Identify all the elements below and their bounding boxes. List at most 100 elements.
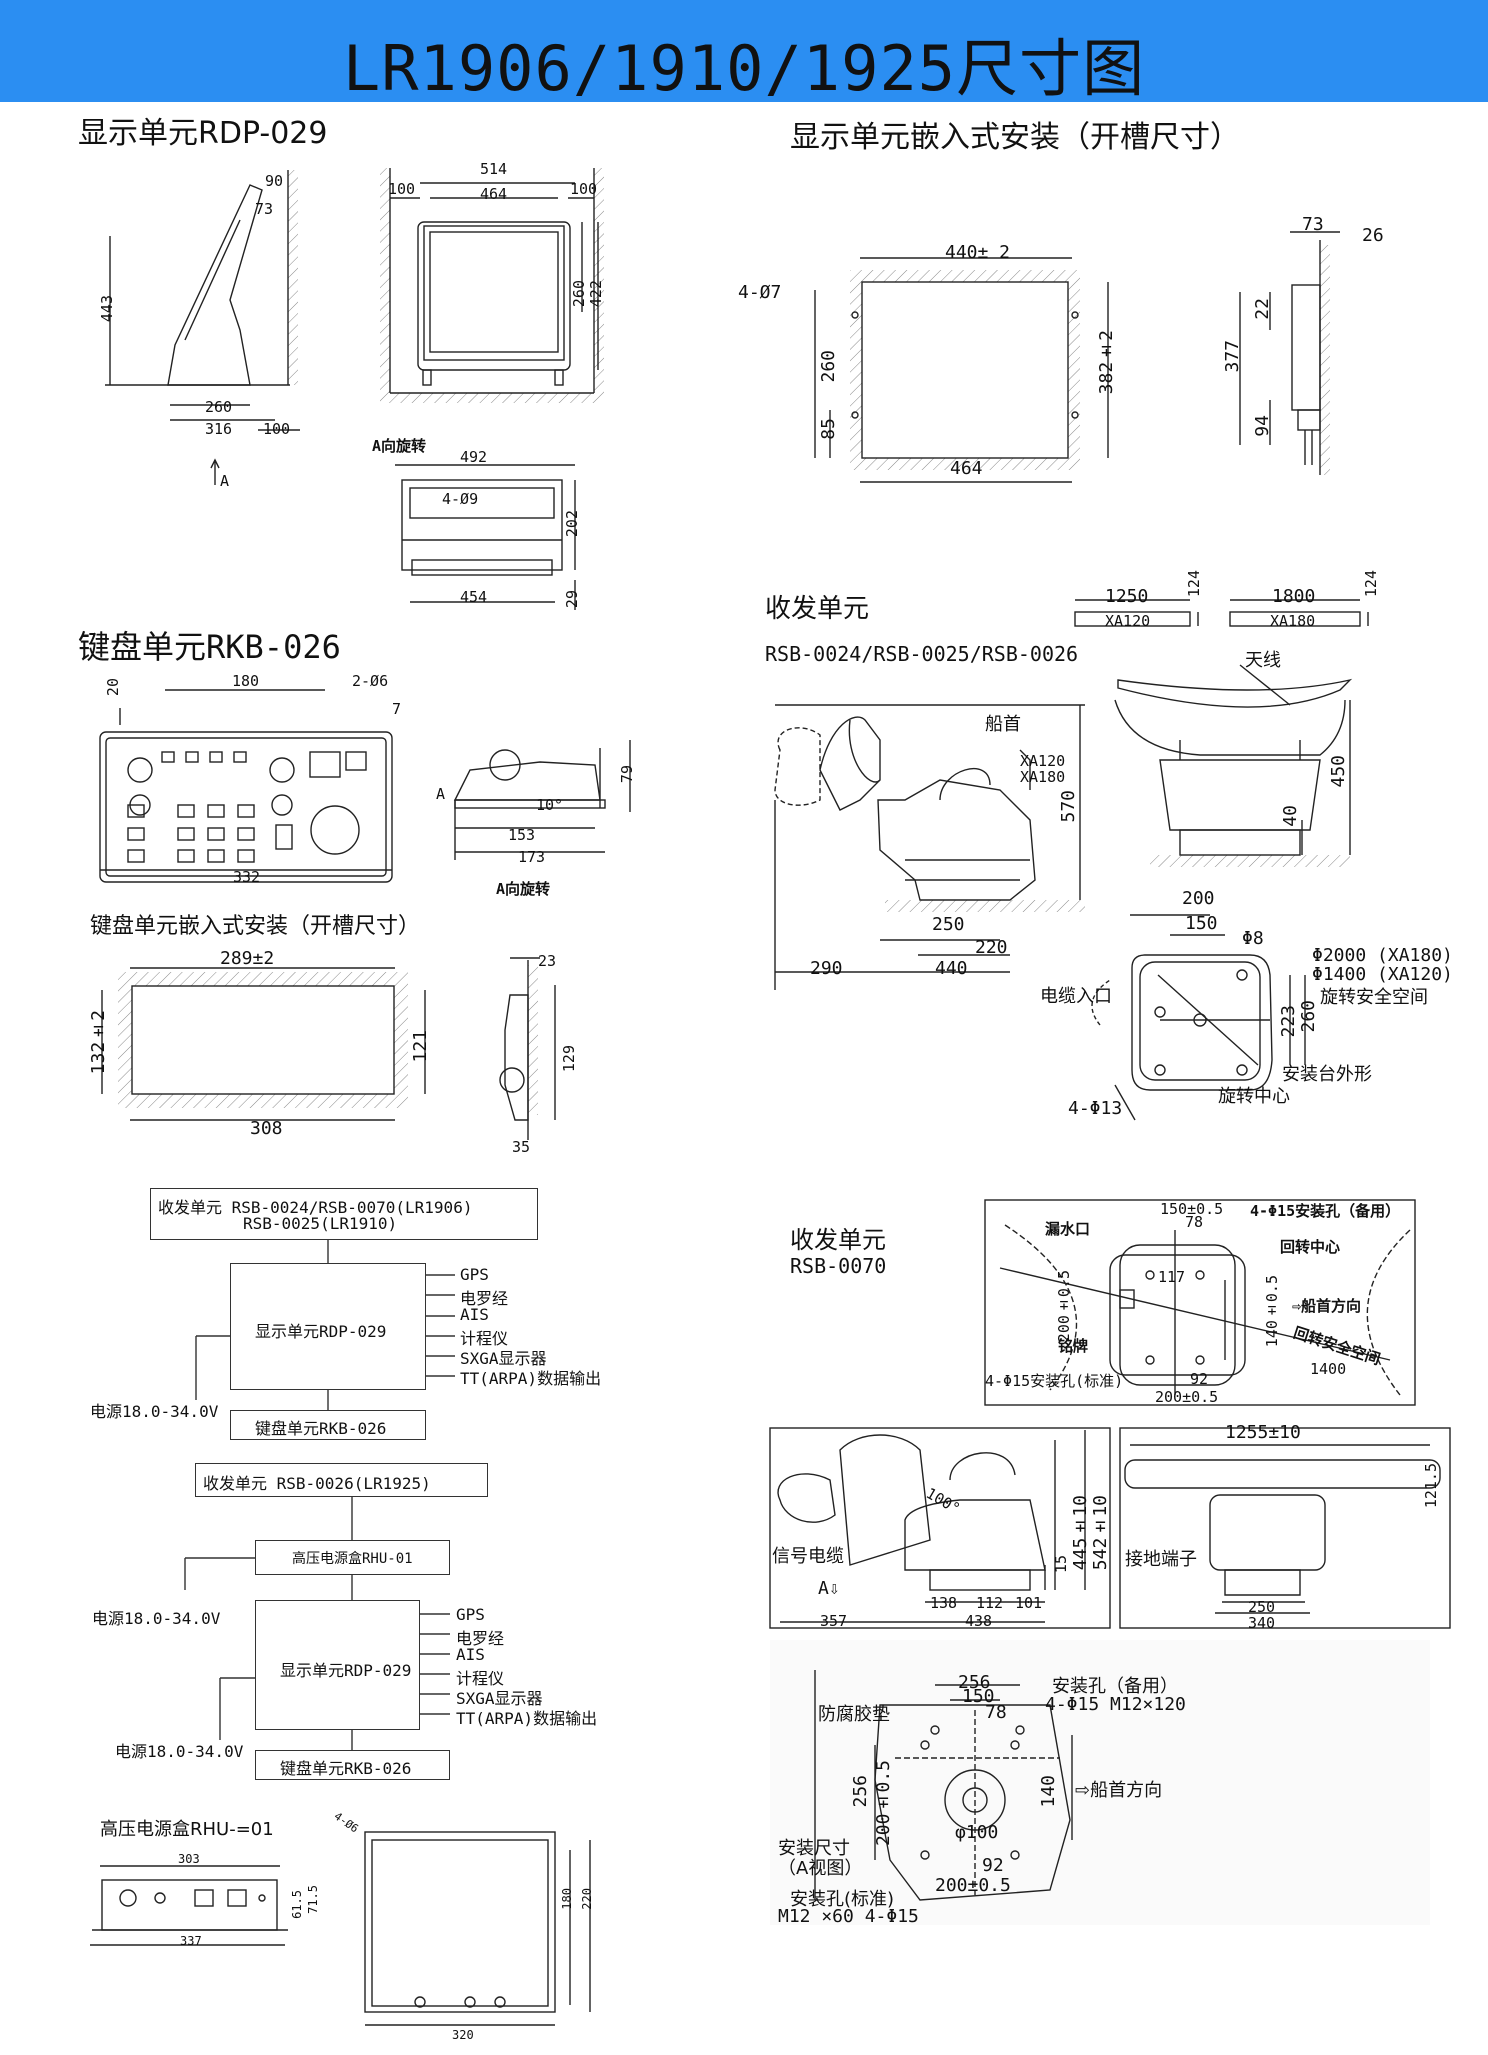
dim-121: 121 (410, 1030, 431, 1063)
dim-173: 173 (518, 848, 546, 866)
label-rotation-center: 旋转中心 (1218, 1086, 1290, 1107)
block1-keyboard-box (230, 1410, 426, 1440)
block1-keyboard-label: 键盘单元RKB-026 (255, 1419, 387, 1438)
label-xa180-list: XA180 (1020, 768, 1066, 786)
dim-256-mount: 256 (958, 1672, 991, 1693)
dim-26: 26 (1362, 225, 1384, 246)
dim-129: 129 (560, 1045, 578, 1073)
block2-power-label: 电源18.0-34.0V (115, 1742, 244, 1761)
rsb0070-plan-view (984, 1199, 1416, 1406)
dim-121-5: 121.5 (1422, 1463, 1440, 1509)
block2-input-gyro: 电罗经 (456, 1629, 505, 1648)
page-title: LR1906/1910/1925尺寸图 (342, 32, 1146, 105)
label-a-rotate: A向旋转 (372, 437, 427, 455)
dim-132: 132±2 (88, 1010, 109, 1075)
dim-290: 290 (810, 958, 843, 979)
block2-transceiver-box (195, 1463, 488, 1497)
label-swing-space: 旋转安全空间 (1320, 987, 1428, 1008)
dim-22: 22 (1252, 298, 1273, 320)
dim-223: 223 (1278, 1005, 1299, 1038)
dim-180-hv: 180 (560, 1888, 574, 1910)
dim-138: 138 (930, 1594, 958, 1612)
dim-382: 382±2 (1096, 330, 1117, 395)
block2-input-ais: AIS (456, 1645, 485, 1664)
label-a-kbd: A (436, 785, 446, 803)
dim-92-0070: 92 (1190, 1370, 1209, 1388)
display-front-view (380, 168, 604, 403)
dim-438: 438 (965, 1612, 993, 1630)
block2-keyboard-box (255, 1750, 450, 1780)
dim-377: 377 (1222, 340, 1243, 373)
keyboard-top-view (99, 689, 393, 883)
label-xa120: XA120 (1105, 612, 1151, 630)
dim-445: 445±10 (1070, 1495, 1091, 1571)
transceiver-models: RSB-0024/RSB-0025/RSB-0026 (765, 642, 1079, 666)
dim-15-0070: 15 (1052, 1555, 1070, 1574)
block2-output-sxga: SXGA显示器 (456, 1689, 543, 1708)
dim-100: 100 (263, 420, 291, 438)
block1-input-ais: AIS (460, 1305, 489, 1324)
block2-keyboard-label: 键盘单元RKB-026 (280, 1759, 412, 1778)
dim-450: 450 (1328, 755, 1349, 788)
block1-connectors (195, 1240, 455, 1410)
transceiver2-heading: 收发单元 (790, 1226, 886, 1254)
dim-320: 320 (452, 2028, 474, 2042)
block2-display-label: 显示单元RDP-029 (280, 1661, 412, 1680)
dim-4-phi9: 4-Ø9 (442, 490, 479, 508)
label-a-rotate-kbd: A向旋转 (496, 880, 551, 898)
dim-92-mount: 92 (982, 1855, 1004, 1876)
transceiver2-model: RSB-0070 (790, 1254, 887, 1278)
dim-35: 35 (512, 1138, 531, 1156)
block1-power-label: 电源18.0-34.0V (90, 1402, 219, 1421)
dim-454: 454 (460, 588, 488, 606)
dim-100-left: 100 (388, 180, 416, 198)
dim-464: 464 (480, 185, 508, 203)
dim-289: 289±2 (220, 948, 275, 969)
dim-464-cutout: 464 (950, 458, 983, 479)
label-rot-center: 回转中心 (1280, 1238, 1341, 1256)
keyboard-flush-side (499, 957, 556, 1140)
dim-71-5: 71.5 (306, 1885, 320, 1914)
dim-100-right: 100 (570, 180, 598, 198)
dim-337: 337 (180, 1934, 202, 1948)
label-bow-dir-mount: ⇨船首方向 (1075, 1780, 1163, 1801)
dim-101: 101 (1015, 1594, 1043, 1612)
block1-output-sxga: SXGA显示器 (460, 1349, 547, 1368)
dim-260-front: 260 (570, 280, 588, 308)
dim-514: 514 (480, 160, 508, 178)
block1-input-log: 计程仪 (460, 1329, 509, 1348)
dim-124-b: 124 (1362, 570, 1380, 598)
dim-570: 570 (1058, 790, 1079, 823)
dim-316: 316 (205, 420, 233, 438)
dim-202: 202 (563, 510, 581, 538)
label-phi1400: Φ1400 (XA120) (1312, 964, 1453, 985)
dim-29: 29 (563, 590, 581, 609)
block1-display-box (230, 1263, 426, 1390)
dim-443: 443 (98, 295, 116, 323)
dim-303: 303 (178, 1852, 200, 1866)
hv-box-front (90, 1865, 288, 1946)
transceiver-side-view (774, 704, 1085, 990)
dim-260: 260 (205, 398, 233, 416)
dim-180: 180 (232, 672, 260, 690)
rsb0070-mount-view (770, 1640, 1430, 1925)
label-xa180: XA180 (1270, 612, 1316, 630)
dim-440: 440± 2 (945, 242, 1011, 263)
label-cable-entry: 电缆入口 (1040, 986, 1112, 1007)
label-a-view-caption: （A视图） (778, 1858, 863, 1879)
dim-1255: 1255±10 (1225, 1422, 1301, 1443)
label-bow-dir: ⇨船首方向 (1292, 1297, 1362, 1315)
antenna-bars (1074, 599, 1369, 627)
dim-20: 20 (104, 678, 122, 697)
dim-150-0070: 150±0.5 (1160, 1200, 1224, 1218)
label-bow: 船首 (985, 714, 1021, 735)
dim-1250: 1250 (1105, 586, 1149, 607)
keyboard-flush-cutout (101, 967, 426, 1121)
dim-250: 250 (932, 914, 965, 935)
dim-332: 332 (233, 868, 261, 886)
dim-112: 112 (976, 1594, 1004, 1612)
label-nameplate: 铭牌 (1058, 1337, 1089, 1355)
label-drain: 漏水口 (1045, 1220, 1091, 1238)
dim-340: 340 (1248, 1614, 1276, 1632)
block2-output-tt: TT(ARPA)数据输出 (456, 1709, 598, 1728)
